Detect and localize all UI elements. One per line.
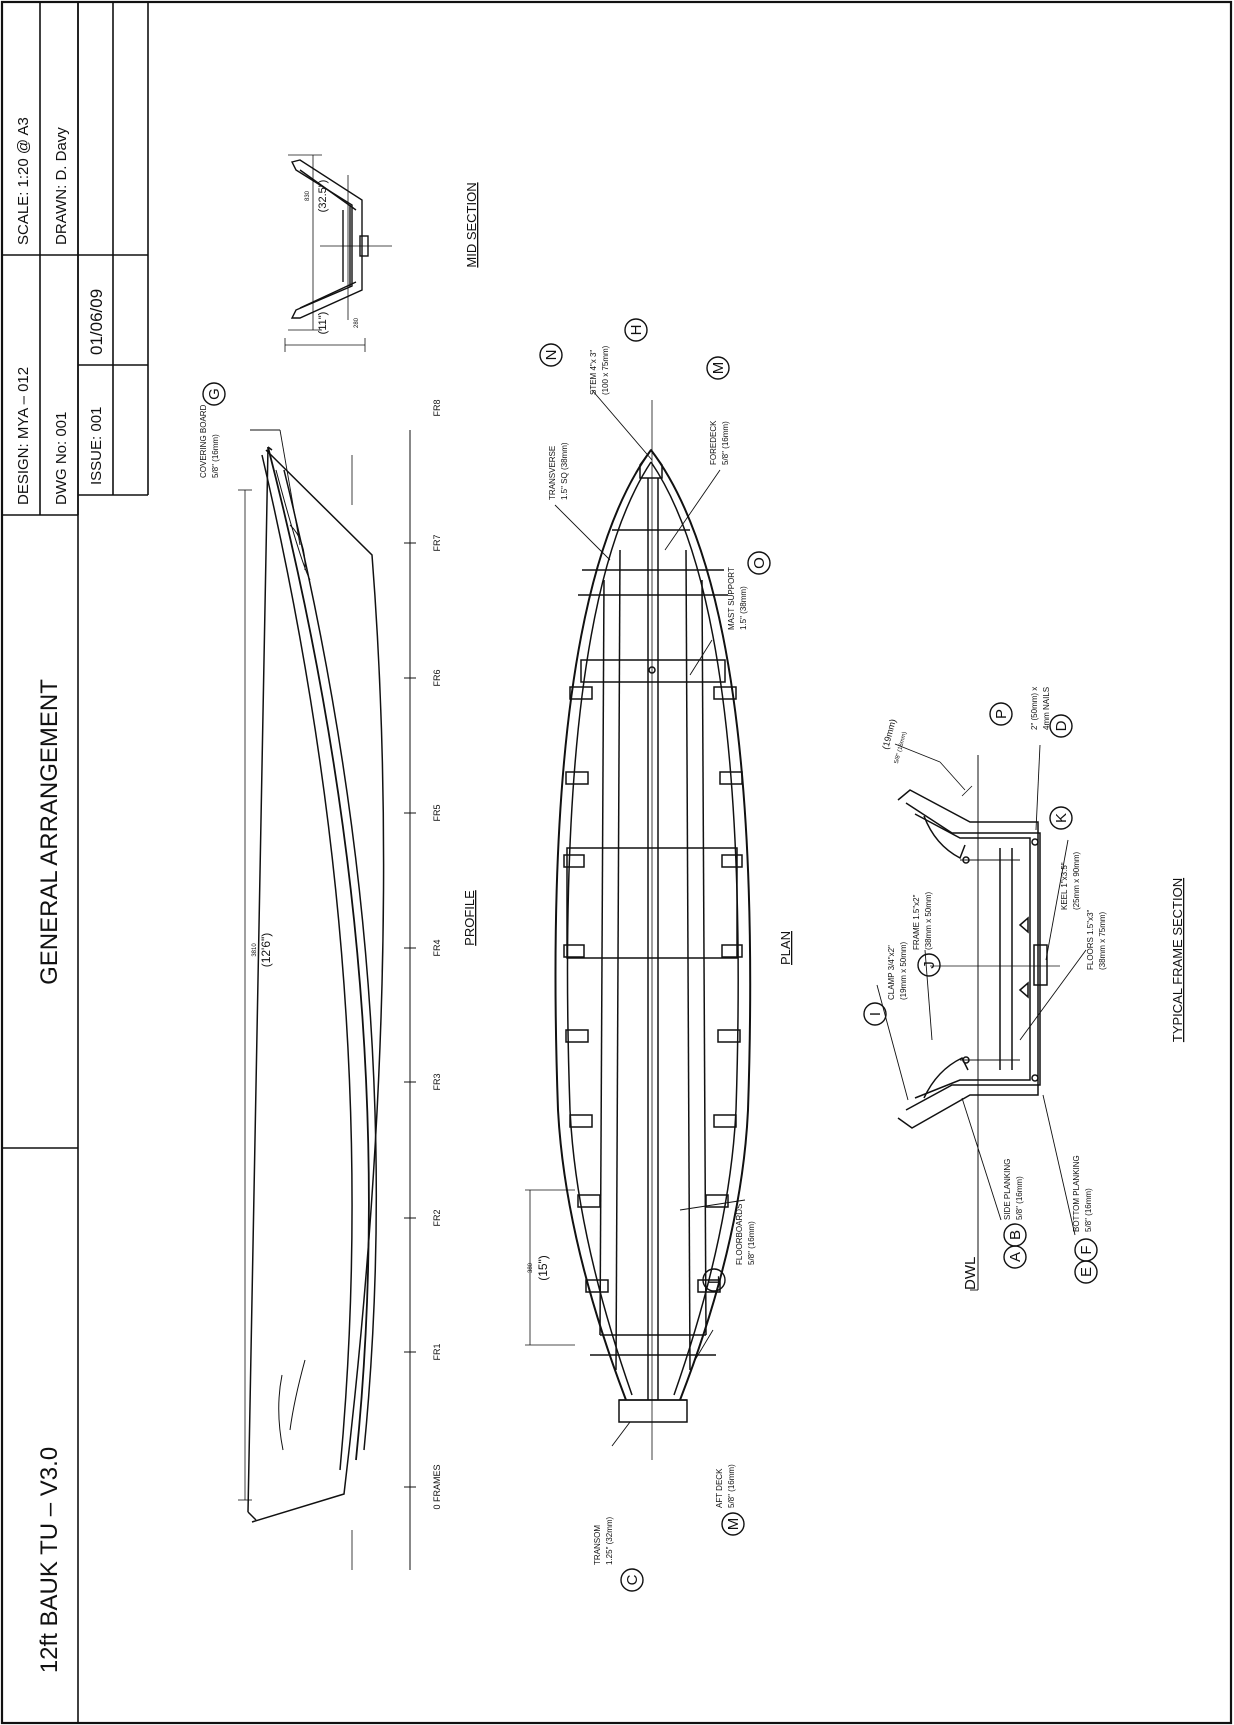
foredeck-line2: 5/8" (16mm) [721, 421, 730, 465]
mid-beam-code: 830 [305, 190, 311, 201]
date-label: 01/06/09 [87, 289, 106, 355]
stem-letter: H [628, 325, 645, 336]
nails-letter-p: P [993, 709, 1010, 719]
side-planking-letter-a: A [1007, 1252, 1024, 1262]
stem-line1: STEM 4"x 3" [589, 350, 598, 395]
floorboards-line1: FLOORBOARDS [735, 1204, 744, 1265]
floors-line2: (38mm x 75mm) [1098, 911, 1107, 970]
aft-deck-letter: M [725, 1518, 742, 1531]
callout-letters: G N H M O L C M I J D P K A B E F [206, 325, 1095, 1586]
plan-leaders [250, 389, 746, 1447]
frame-label-6: FR6 [432, 669, 442, 686]
mid-section-view [284, 154, 392, 352]
keel-line2: (25mm x 90mm) [1072, 851, 1081, 910]
side-planking-line2: 5/8" (16mm) [1015, 1176, 1024, 1220]
bottom-planking-letter-e: E [1078, 1267, 1095, 1277]
scale-label: SCALE: 1:20 @ A3 [15, 117, 32, 245]
mid-depth-code: 280 [354, 317, 360, 328]
nails-line1: 2" (50mm) x [1030, 687, 1039, 730]
bottom-planking-line2: 5/8" (16mm) [1084, 1188, 1093, 1232]
bottom-planking-letter-f: F [1078, 1245, 1095, 1254]
frame-spacing-dim: (15") [536, 1255, 550, 1281]
clamp-line1: CLAMP 3/4"x2" [887, 945, 896, 1000]
frame-label-4: FR4 [432, 939, 442, 956]
frame-section-leaders [876, 744, 1087, 1291]
frame-label-5: FR5 [432, 804, 442, 821]
profile-title: PROFILE [462, 890, 477, 946]
frame-label-0: 0 FRAMES [432, 1464, 442, 1509]
mast-support-line2: 1.5" (38mm) [739, 586, 748, 630]
callout-circles [202, 318, 1098, 1592]
typical-frame-section-title: TYPICAL FRAME SECTION [1170, 878, 1185, 1042]
keel-letter: K [1053, 813, 1070, 823]
plan-title: PLAN [778, 931, 793, 965]
transverse-line2: 1.5" SQ (38mm) [560, 442, 569, 500]
project-title: 12ft BAUK TU – V3.0 [36, 1447, 63, 1673]
dwg-no-label: DWG No: 001 [53, 412, 70, 505]
frame-section-labels: 5/8" (16mm) (19mm) TYPICAL FRAME SECTION [880, 718, 1185, 1042]
design-label: DESIGN: MYA – 012 [15, 367, 32, 505]
title-block-text: 12ft BAUK TU – V3.0 GENERAL ARRANGEMENT … [15, 117, 106, 1673]
callout-texts: COVERING BOARD 5/8" (16mm) TRANSVERSE 1.… [199, 345, 1107, 1565]
mid-beam-dim: (32.5") [317, 180, 329, 213]
dwl-label: DWL [962, 1257, 979, 1290]
transverse-letter: N [543, 350, 560, 361]
issue-label: ISSUE: 001 [88, 407, 105, 485]
frame-label-8: FR8 [432, 399, 442, 416]
frame-label-3: FR3 [432, 1073, 442, 1090]
floors-line1: FLOORS 1.5"x3" [1086, 909, 1095, 970]
nails-letter-d: D [1053, 720, 1070, 731]
frame-label-7: FR7 [432, 534, 442, 551]
covering-board-letter: G [206, 388, 223, 400]
mid-section-labels: (32.5") 830 (11") 280 MID SECTION [305, 180, 479, 335]
frame-line2: (38mm x 50mm) [924, 891, 933, 950]
transom-letter: C [624, 1574, 641, 1585]
profile-view [238, 430, 411, 1570]
nails-line2: 4mm NAILS [1042, 687, 1051, 730]
transom-line2: 1.25" (32mm) [605, 1516, 614, 1565]
aft-deck-line2: 5/8" (16mm) [727, 1464, 736, 1508]
side-planking-letter-b: B [1007, 1230, 1024, 1240]
mid-depth-dim: (11") [317, 312, 329, 335]
mast-support-line1: MAST SUPPORT [727, 567, 736, 630]
floorboards-letter: L [706, 1276, 723, 1284]
frame-letter: J [921, 961, 938, 969]
frame-spacing-code: 380 [528, 1262, 534, 1273]
transverse-line1: TRANSVERSE [548, 446, 557, 500]
overall-length-dim: (12'6") [259, 933, 273, 968]
bottom-planking-line1: BOTTOM PLANKING [1072, 1155, 1081, 1232]
foredeck-line1: FOREDECK [709, 420, 718, 465]
covering-board-line1: COVERING BOARD [199, 404, 208, 478]
frame-side-big-label: (19mm) [880, 718, 898, 751]
typical-frame-section-view [894, 743, 1060, 1290]
drawn-label: DRAWN: D. Davy [53, 127, 70, 245]
aft-deck-line1: AFT DECK [715, 1468, 724, 1508]
stem-line2: (100 x 75mm) [601, 345, 610, 395]
plan-labels: (15") 380 PLAN [528, 931, 793, 1281]
floorboards-line2: 5/8" (16mm) [747, 1221, 756, 1265]
side-planking-line1: SIDE PLANKING [1003, 1159, 1012, 1220]
keel-line1: KEEL 1"x3.5" [1060, 862, 1069, 910]
clamp-line2: (19mm x 50mm) [899, 941, 908, 1000]
covering-board-line2: 5/8" (16mm) [211, 434, 220, 478]
frame-label-1: FR1 [432, 1343, 442, 1360]
frame-label-2: FR2 [432, 1209, 442, 1226]
foredeck-letter: M [710, 362, 727, 375]
frame-line1: FRAME 1.5"x2" [912, 894, 921, 950]
mast-support-letter: O [751, 557, 768, 569]
plan-view [525, 400, 752, 1460]
transom-line1: TRANSOM [593, 1525, 602, 1565]
sheet-title: GENERAL ARRANGEMENT [36, 679, 63, 985]
mid-section-title: MID SECTION [464, 182, 479, 267]
clamp-letter: I [867, 1012, 884, 1016]
frame-side-small-label: 5/8" (16mm) [894, 731, 908, 764]
profile-labels: (12'6") 3810 0 FRAMES FR1 FR2 FR3 FR4 FR… [252, 399, 477, 1509]
frame-ticks [404, 542, 416, 1488]
overall-length-code: 3810 [252, 943, 258, 957]
